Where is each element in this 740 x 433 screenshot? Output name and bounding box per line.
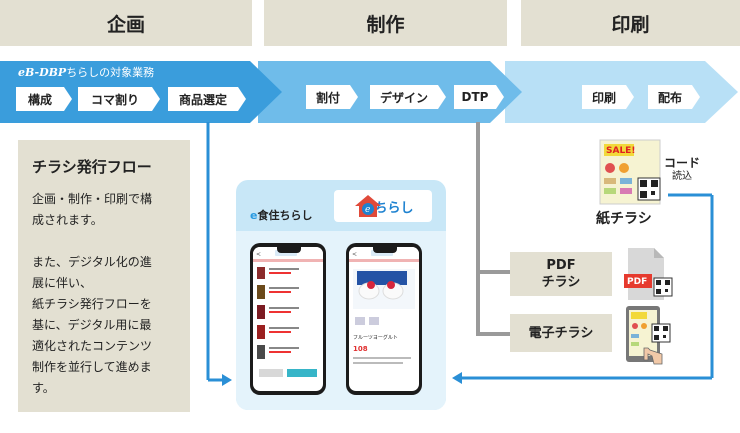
sale-badge: SALE! [606, 146, 635, 156]
flow-description-line: 企画・制作・印刷で構 [32, 192, 153, 206]
app-panel: e食住ちらし e ちらし < [236, 180, 446, 410]
product-price: 108 [353, 345, 368, 353]
product-name: フルーツヨーグルト [353, 334, 398, 341]
step-print: 印刷 [582, 85, 634, 109]
paper-flyer-label: 紙チラシ [596, 211, 652, 227]
flow-description-line: す。 [32, 381, 55, 395]
flow-description-para2: また、デジタル化の進 展に伴い、 紙チラシ発行フローを 基に、デジタル用に最 適… [32, 252, 176, 399]
code-read-label: コード 読込 [664, 156, 701, 182]
flow-description-para1: 企画・制作・印刷で構 成されます。 [32, 189, 176, 231]
svg-text:<: < [256, 251, 261, 258]
phone-right: < フルーツヨーグルト 108 [346, 243, 422, 395]
tablet-icon [626, 306, 671, 365]
flow-description-line: 適化されたコンテンツ [32, 339, 153, 353]
pdf-file-icon: PDF [624, 248, 673, 300]
phone-left: < [250, 243, 326, 395]
scope-label: eB-DBPちらしの対象業務 [18, 64, 154, 80]
pdf-badge: PDF [627, 277, 647, 287]
flow-description-title: チラシ発行フロー [32, 158, 152, 176]
step-structure: 構成 [16, 87, 72, 111]
step-distribute: 配布 [648, 85, 700, 109]
flow-description-line: 成されます。 [32, 213, 103, 227]
paper-flyer-icon: SALE! [599, 139, 661, 205]
flow-description-box: チラシ発行フロー 企画・制作・印刷で構 成されます。 また、デジタル化の進 展に… [18, 140, 190, 412]
svg-text:<: < [352, 251, 357, 258]
scope-text: ちらしの対象業務 [66, 66, 155, 79]
arrowhead-into-app [222, 374, 232, 386]
step-design: デザイン [370, 85, 446, 109]
arrowhead-return [452, 372, 462, 384]
scope-brand: eB-DBP [18, 66, 67, 79]
flow-description-line: 基に、デジタル用に最 [32, 318, 152, 332]
flow-description-line: 制作を並行して進めま [32, 360, 152, 374]
app-title: e食住ちらし [250, 209, 313, 222]
house-icon: e [355, 195, 381, 217]
step-dtp: DTP [454, 85, 504, 109]
flow-description-line: 展に伴い、 [32, 276, 93, 290]
step-product-selection: 商品選定 [168, 87, 246, 111]
phase-header-printing: 印刷 [521, 0, 740, 46]
flow-description-line: 紙チラシ発行フローを [32, 297, 152, 311]
step-layout: 割付 [306, 85, 358, 109]
digital-flyer-label: 電子チラシ [510, 314, 612, 352]
step-frame-split: コマ割り [78, 87, 160, 111]
app-logo: e ちらし [334, 190, 432, 222]
svg-text:e: e [365, 205, 370, 215]
phase-header-production: 制作 [264, 0, 507, 46]
phase-header-planning: 企画 [0, 0, 252, 46]
flow-description-line: また、デジタル化の進 [32, 255, 152, 269]
